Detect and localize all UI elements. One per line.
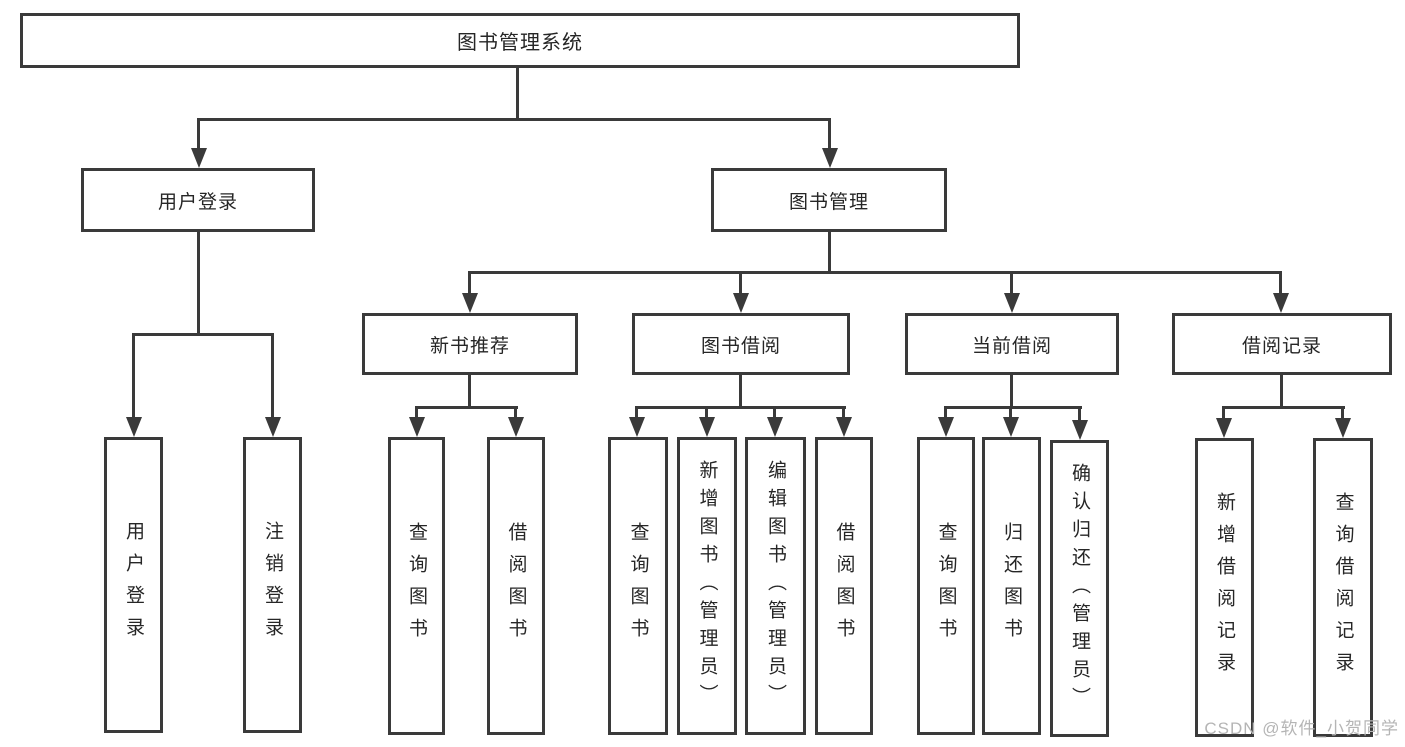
arrowhead-g2-2 xyxy=(508,417,524,437)
arrowhead-g4-2 xyxy=(1003,417,1019,437)
connector-level2-rail xyxy=(197,118,831,121)
node-root-system: 图书管理系统 xyxy=(20,13,1020,68)
connector-stub-g4-1 xyxy=(944,406,947,420)
connector-user-login-rail xyxy=(132,333,274,336)
leaf-query-borrow-record: 查询借阅记录 xyxy=(1313,438,1373,737)
arrowhead-g4-1 xyxy=(938,417,954,437)
arrowhead-book-borrow xyxy=(733,293,749,313)
arrowhead-g5-2 xyxy=(1335,418,1351,438)
leaf-query-book-2: 查询图书 xyxy=(608,437,668,735)
leaf-add-borrow-record: 新增借阅记录 xyxy=(1195,438,1254,737)
connector-stub-borrow-records xyxy=(1279,271,1282,295)
connector-stub-g2-1 xyxy=(415,406,418,420)
node-new-book-recommend: 新书推荐 xyxy=(362,313,578,375)
connector-stub-current-borrow xyxy=(1010,271,1013,295)
leaf-edit-book-admin: 编辑图书（管理员） xyxy=(745,437,806,735)
leaf-return-book: 归还图书 xyxy=(982,437,1041,735)
leaf-user-login: 用户登录 xyxy=(104,437,163,733)
connector-book-borrow-rail xyxy=(635,406,846,409)
leaf-logout: 注销登录 xyxy=(243,437,302,733)
connector-root-drop xyxy=(516,68,519,121)
leaf-confirm-return-admin: 确认归还（管理员） xyxy=(1050,440,1109,737)
leaf-borrow-book-2: 借阅图书 xyxy=(815,437,873,735)
arrowhead-g3-4 xyxy=(836,417,852,437)
arrowhead-g3-3 xyxy=(767,417,783,437)
connector-stub-leaf-logout xyxy=(271,333,274,419)
connector-stub-new-book xyxy=(468,271,471,295)
node-current-borrow: 当前借阅 xyxy=(905,313,1119,375)
arrowhead-g3-1 xyxy=(629,417,645,437)
connector-stub-g3-1 xyxy=(635,406,638,420)
arrowhead-g2-1 xyxy=(409,417,425,437)
arrowhead-g4-3 xyxy=(1072,420,1088,440)
connector-book-borrow-drop xyxy=(739,375,742,409)
connector-stub-g3-4 xyxy=(842,406,845,420)
connector-new-book-drop xyxy=(468,375,471,409)
leaf-borrow-book-1: 借阅图书 xyxy=(487,437,545,735)
arrowhead-borrow-records xyxy=(1273,293,1289,313)
connector-book-mgmt-drop xyxy=(828,232,831,274)
connector-stub-g5-2 xyxy=(1341,406,1344,420)
arrowhead-g5-1 xyxy=(1216,418,1232,438)
connector-stub-leaf-login xyxy=(132,333,135,419)
connector-level3-rail xyxy=(468,271,1282,274)
connector-stub-g5-1 xyxy=(1222,406,1225,420)
arrowhead-leaf-login xyxy=(126,417,142,437)
connector-stub-g4-2 xyxy=(1009,406,1012,420)
arrowhead-g3-2 xyxy=(699,417,715,437)
connector-current-borrow-drop xyxy=(1010,375,1013,409)
connector-stub-g4-3 xyxy=(1078,406,1081,420)
node-book-management: 图书管理 xyxy=(711,168,947,232)
arrowhead-book-mgmt xyxy=(822,148,838,168)
node-user-login: 用户登录 xyxy=(81,168,315,232)
csdn-watermark: CSDN @软件_小贺同学 xyxy=(1204,719,1399,738)
connector-borrow-records-drop xyxy=(1280,375,1283,409)
connector-user-login-drop xyxy=(197,232,200,336)
connector-stub-g2-2 xyxy=(514,406,517,420)
connector-current-borrow-rail xyxy=(944,406,1082,409)
node-borrow-records: 借阅记录 xyxy=(1172,313,1392,375)
node-book-borrow: 图书借阅 xyxy=(632,313,850,375)
arrowhead-user-login xyxy=(191,148,207,168)
arrowhead-new-book xyxy=(462,293,478,313)
connector-stub-g3-3 xyxy=(773,406,776,420)
connector-stub-user-login xyxy=(197,118,200,150)
connector-new-book-rail xyxy=(415,406,518,409)
arrowhead-current-borrow xyxy=(1004,293,1020,313)
connector-borrow-records-rail xyxy=(1222,406,1345,409)
connector-stub-book-mgmt xyxy=(828,118,831,150)
arrowhead-leaf-logout xyxy=(265,417,281,437)
connector-stub-g3-2 xyxy=(705,406,708,420)
connector-stub-book-borrow xyxy=(739,271,742,295)
leaf-query-book-1: 查询图书 xyxy=(388,437,445,735)
leaf-query-book-3: 查询图书 xyxy=(917,437,975,735)
leaf-add-book-admin: 新增图书（管理员） xyxy=(677,437,737,735)
